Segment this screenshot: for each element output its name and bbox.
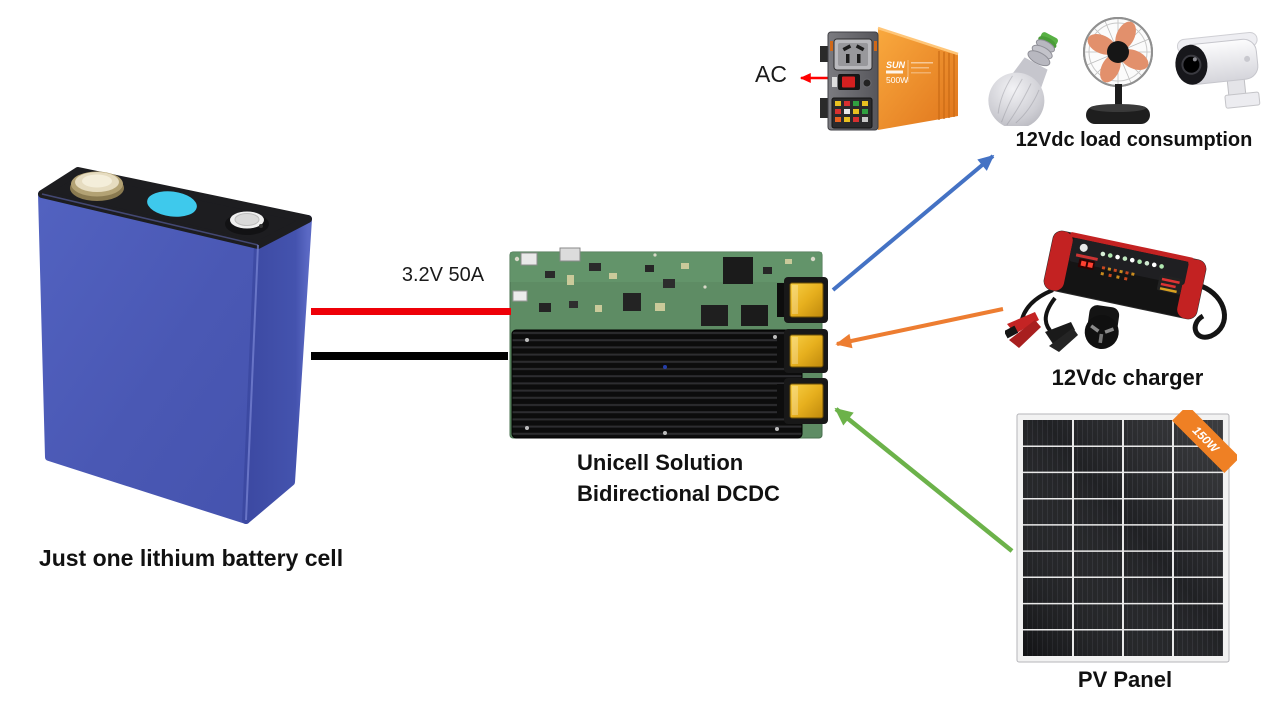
load-label: 12Vdc load consumption xyxy=(1015,129,1253,151)
charger-plug xyxy=(1084,305,1120,349)
battery-positive-terminal xyxy=(70,171,124,201)
fan-group xyxy=(1083,17,1153,124)
charger-side-label xyxy=(1156,274,1184,295)
dcdc-label-line2: Bidirectional DCDC xyxy=(577,481,780,506)
inverter-power-switch xyxy=(832,74,872,90)
battery-qr-sticker xyxy=(147,191,197,217)
inverter-body xyxy=(878,28,958,130)
inverter-mount-tab xyxy=(820,46,829,62)
pv-label: PV Panel xyxy=(1077,667,1173,692)
fan-icon xyxy=(1083,17,1153,124)
pv-grid xyxy=(1023,420,1223,656)
wire-rating-label: 3.2V 50A xyxy=(401,264,485,286)
negative-wire xyxy=(311,352,508,360)
positive-wire xyxy=(311,308,511,315)
bulb-group xyxy=(988,32,1058,126)
inverter-ribs xyxy=(938,51,955,120)
ac-label: AC xyxy=(755,61,787,87)
security-camera-icon xyxy=(1175,31,1261,109)
battery-charger-icon xyxy=(1005,230,1227,352)
svg-text:SUN: SUN xyxy=(886,60,906,70)
charger-markings xyxy=(1100,266,1135,281)
arrow-from-pv xyxy=(834,407,1014,553)
ac-inverter-icon: SUN 500W xyxy=(820,26,959,131)
battery-label: Just one lithium battery cell xyxy=(38,545,344,571)
svg-text:500W: 500W xyxy=(886,75,908,85)
inverter-ac-socket xyxy=(830,38,877,71)
arrow-to-load xyxy=(831,154,995,292)
charger-leds xyxy=(1100,251,1164,269)
led-bulb-icon xyxy=(988,32,1058,126)
charger-body xyxy=(1043,230,1207,320)
arrow-from-charger xyxy=(835,307,1004,349)
charger-black-clamp xyxy=(1045,322,1078,352)
charger-red-clamp xyxy=(1005,312,1041,348)
dcdc-board-icon xyxy=(509,247,828,439)
output-connector-load xyxy=(777,277,828,323)
camera-group xyxy=(1175,31,1261,109)
dcdc-label-line1: Unicell Solution xyxy=(577,450,744,475)
lithium-battery-cell-icon xyxy=(38,167,312,524)
charger-label: 12Vdc charger xyxy=(1051,365,1204,390)
dcdc-label: Unicell Solution Bidirectional DCDC xyxy=(577,447,817,509)
pv-panel-icon: 150W xyxy=(1016,410,1237,663)
inverter-mount-tab xyxy=(820,98,829,118)
inverter-indicator-panel xyxy=(831,97,873,129)
inverter-brand: SUN 500W xyxy=(886,60,933,85)
inverter-top-edge xyxy=(877,26,959,56)
output-connector-charger xyxy=(777,329,828,373)
output-connector-pv xyxy=(777,378,828,424)
pcb-components xyxy=(512,247,816,326)
battery-negative-terminal xyxy=(225,211,269,235)
